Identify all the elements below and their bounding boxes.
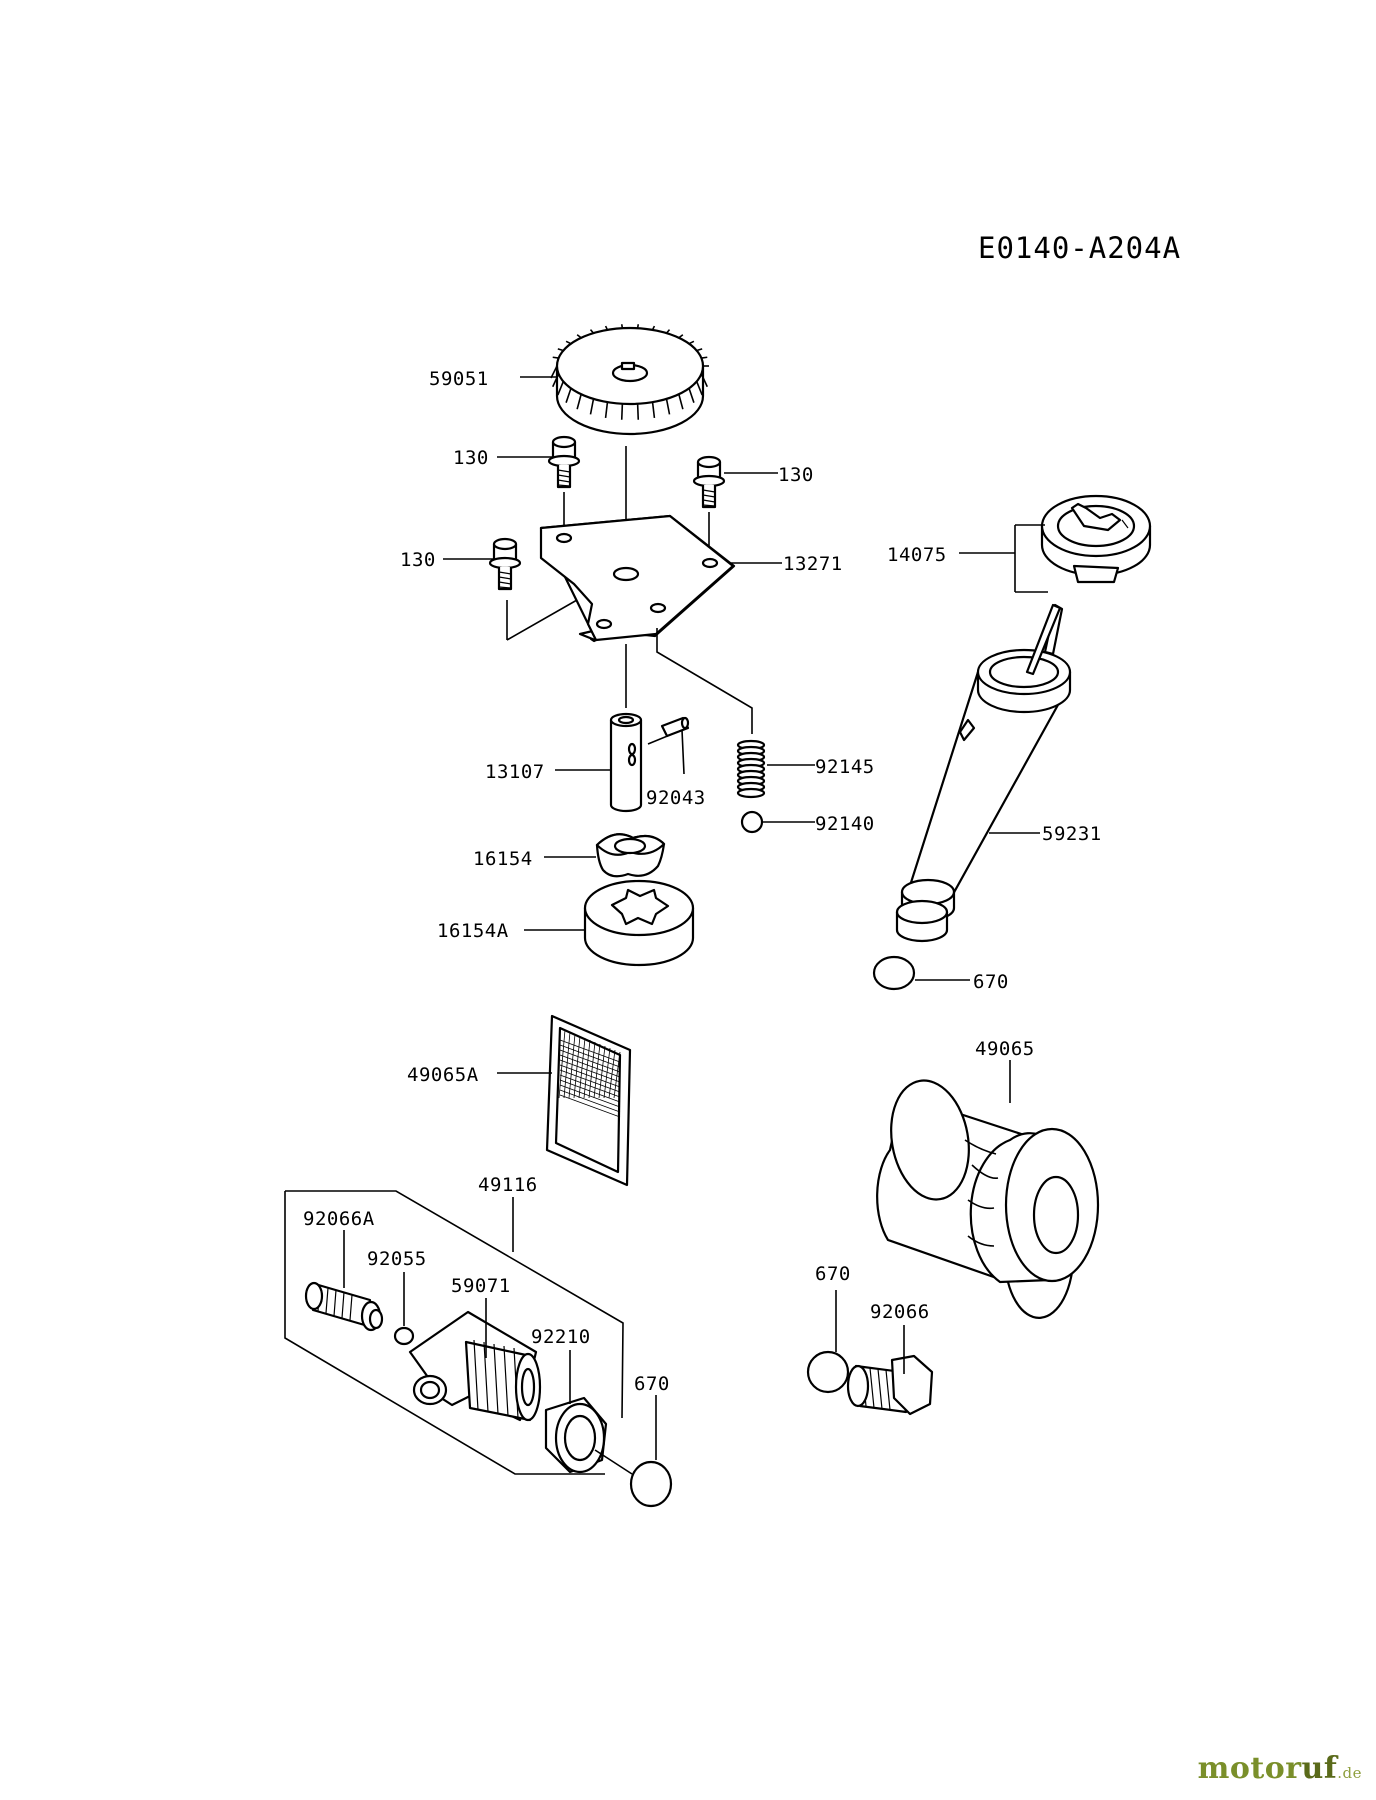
callout-assembly: 49116 [478,1174,538,1196]
callout-oring-plug: 670 [815,1263,851,1285]
callout-ball: 92140 [815,813,875,835]
brand-logo: motoruf.de [1197,1751,1362,1786]
nut-92210 [544,1396,608,1474]
callout-outer-rotor: 16154A [437,920,509,942]
callout-spring: 92145 [815,756,875,778]
callout-bolt-a: 130 [453,447,489,469]
inner-rotor-16154 [595,833,666,878]
drain-plug-92066 [846,1354,934,1416]
outer-rotor-16154A [583,879,695,967]
gear-59051 [550,324,709,436]
callout-dipstick-cap: 14075 [887,544,947,566]
oring-92055 [393,1326,415,1346]
callout-oring-tube: 670 [973,971,1009,993]
callout-oil-tube: 59231 [1042,823,1102,845]
oil-filter-49065 [876,1079,1100,1320]
bolt-130-c [488,537,522,591]
strainer-49065A [545,1014,632,1187]
callout-bolt-c: 130 [400,549,436,571]
shaft-13107 [609,712,643,813]
plate-13271 [539,514,736,643]
diagram-code: E0140-A204A [978,231,1181,265]
callout-shaft: 13107 [485,761,545,783]
bolt-130-b [692,455,726,509]
oring-670-nut [629,1460,673,1508]
oil-tube-59231 [895,603,1072,943]
callout-strainer: 49065A [407,1064,479,1086]
callout-oring-nut: 670 [634,1373,670,1395]
callout-gear: 59051 [429,368,489,390]
callout-drain-plug: 92066 [870,1301,930,1323]
callout-inner-rotor: 16154 [473,848,533,870]
callout-oil-filter: 49065 [975,1038,1035,1060]
relief-valve-92066A [304,1281,384,1332]
spring-92145 [736,739,766,799]
callout-plate: 13271 [783,553,843,575]
pipe-fitting-59071 [408,1310,542,1422]
callout-pipe-fitting: 59071 [451,1275,511,1297]
oring-670-plug [806,1350,850,1394]
callout-bolt-b: 130 [778,464,814,486]
callout-relief-valve: 92066A [303,1208,375,1230]
callout-small-oring: 92055 [367,1248,427,1270]
dipstick-cap-14075 [1040,494,1152,656]
bolt-130-a [547,435,581,489]
callout-nut: 92210 [531,1326,591,1348]
callout-pin: 92043 [646,787,706,809]
pin-92043 [660,716,690,738]
oring-670-tube [872,955,916,991]
ball-92140 [740,810,764,834]
